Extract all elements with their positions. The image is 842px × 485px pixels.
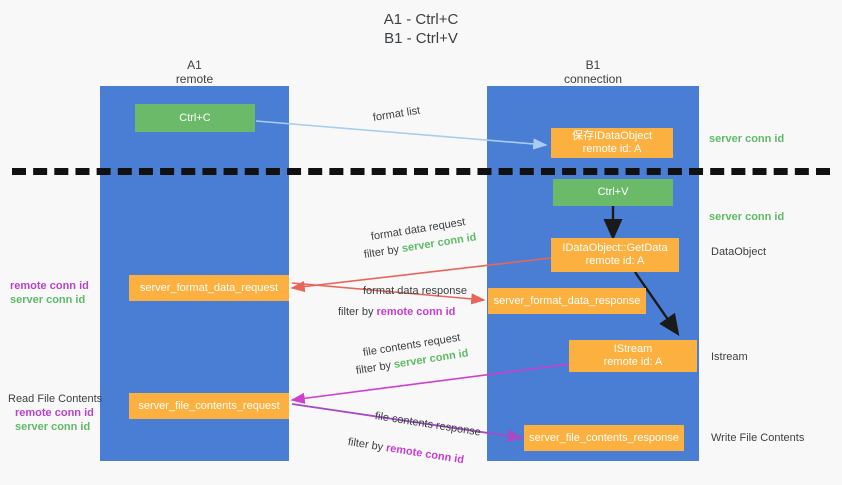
edge-label-file-contents-response: file contents response [374,410,482,439]
column-header-a1: A1 remote [100,58,289,86]
right-note-dataobject: DataObject [711,246,767,258]
left-note-remote-conn-id-1: remote conn id [10,280,89,292]
box-server-format-data-request[interactable]: server_format_data_request [129,275,289,301]
left-note-read-file-contents: Read File Contents [8,393,103,405]
right-note-istream: Istream [711,351,748,363]
right-note-server-conn-id-2: server conn id [709,211,785,223]
box-server-file-contents-response[interactable]: server_file_contents_response [524,425,684,451]
box-server-format-data-response-label: server_format_data_response [493,294,641,307]
left-note-server-conn-id-2: server conn id [15,421,91,433]
left-note-group-file: Read File Contents remote conn id server… [8,392,102,434]
box-ctrl-v[interactable]: Ctrl+V [553,179,673,206]
right-note-server-conn-id-1: server conn id [709,133,785,145]
box-istream-line1: IStream [613,343,653,355]
box-ctrl-v-label: Ctrl+V [597,186,629,198]
right-note-write-file-contents: Write File Contents [711,432,805,444]
column-header-b1-name: B1 [585,58,601,72]
box-server-file-contents-request[interactable]: server_file_contents_request [129,393,289,419]
title-line-1: A1 - Ctrl+C [383,11,459,28]
box-server-file-contents-response-label: server_file_contents_response [529,431,679,444]
box-idataobject-getdata-line1: IDataObject::GetData [562,242,668,254]
box-save-idataobject-line1: 保存IDataObject [571,130,653,142]
filter-prefix: filter by [338,306,377,318]
filter-prefix: filter by [363,243,403,261]
box-ctrl-c[interactable]: Ctrl+C [135,104,255,132]
title-line-2: B1 - Ctrl+V [384,30,458,47]
edge-label-format-data-response-filter: filter by remote conn id [338,305,455,319]
box-server-format-data-request-label: server_format_data_request [139,281,279,294]
box-istream[interactable]: IStream remote id: A [569,340,697,372]
filter-key-remote-conn-id: remote conn id [376,306,456,318]
box-server-file-contents-request-label: server_file_contents_request [138,399,280,412]
left-note-remote-conn-id-2: remote conn id [15,407,94,419]
left-note-server-conn-id-1: server conn id [10,294,86,306]
box-ctrl-c-label: Ctrl+C [179,111,211,124]
left-note-group-format: remote conn id server conn id [10,279,89,307]
edge-label-file-contents-response-filter: filter by remote conn id [347,435,465,467]
box-server-format-data-response[interactable]: server_format_data_response [488,288,646,314]
column-header-a1-name: A1 [187,58,202,72]
column-header-a1-role: remote [175,72,214,86]
column-header-b1-role: connection [563,72,623,86]
filter-prefix: filter by [347,436,387,454]
filter-prefix: filter by [355,359,395,377]
box-save-idataobject-line2: remote id: A [582,143,642,155]
box-istream-line2: remote id: A [603,356,663,368]
phase-divider [12,168,830,175]
filter-key-remote-conn-id: remote conn id [385,442,465,467]
edge-label-format-data-response: format data response [363,285,467,297]
column-header-b1: B1 connection [487,58,699,86]
box-save-idataobject[interactable]: 保存IDataObject remote id: A [551,128,673,158]
box-idataobject-getdata[interactable]: IDataObject::GetData remote id: A [551,238,679,272]
edge-label-format-list: format list [372,104,422,124]
box-idataobject-getdata-line2: remote id: A [585,255,645,267]
diagram-title: A1 - Ctrl+C B1 - Ctrl+V [0,10,842,48]
